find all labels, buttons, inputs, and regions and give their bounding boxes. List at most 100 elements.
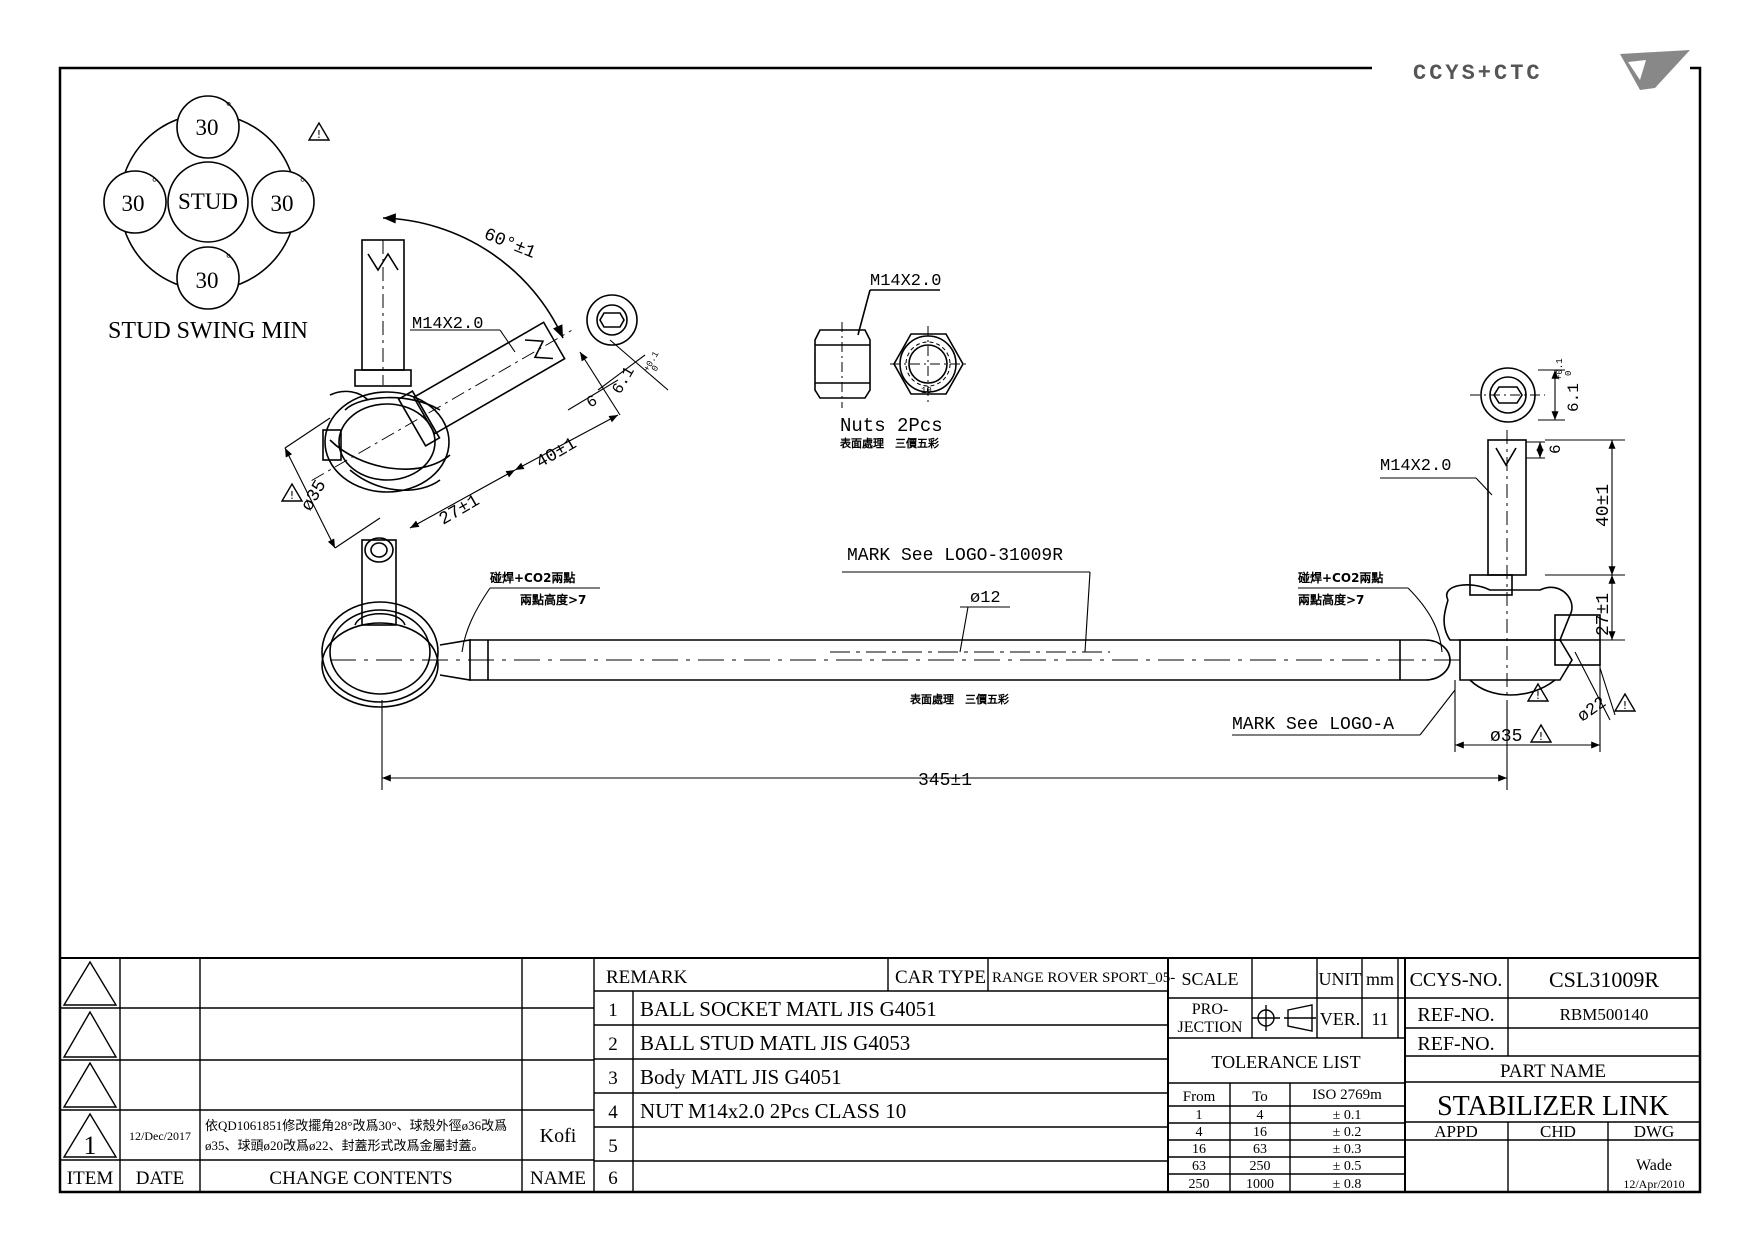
part-name-label: PART NAME	[1500, 1061, 1606, 1082]
drawn-date: 12/Apr/2010	[1623, 1177, 1684, 1191]
left-length-27: 27±1	[436, 491, 483, 530]
ccys-no-label: CCYS-NO.	[1410, 969, 1503, 991]
swing-right-value: 30	[271, 191, 294, 216]
right-weld-note: 碰焊+CO2兩點	[1297, 570, 1383, 585]
unit-value: mm	[1366, 969, 1394, 989]
version-label: VER.	[1320, 1009, 1361, 1029]
tolerance-to: 1000	[1246, 1177, 1274, 1192]
checked-label: CHD	[1540, 1122, 1576, 1141]
warning-mark: !	[317, 128, 321, 141]
stud-swing-diagram	[103, 95, 315, 310]
left-weld-height-note: 兩點高度>7	[520, 592, 586, 607]
ref-no-label: REF-NO.	[1417, 1004, 1494, 1026]
right-length-27: 27±1	[1594, 593, 1614, 636]
drawer-name: Wade	[1636, 1157, 1672, 1174]
nuts-quantity-note: Nuts 2Pcs	[840, 415, 943, 437]
warning-icon	[280, 121, 1637, 743]
mark-logo-note: MARK See LOGO-31009R	[847, 546, 1063, 566]
brand-mark-icon	[1620, 50, 1690, 90]
bar-diameter: ø12	[970, 589, 1001, 608]
brand-logo: CCYS+CTC	[1413, 50, 1690, 90]
left-thread-spec: M14X2.0	[412, 315, 483, 334]
left-dimension-lines	[284, 329, 669, 549]
drawn-label: DWG	[1634, 1122, 1675, 1141]
remark-item-text: BALL SOCKET MATL JIS G4051	[640, 997, 937, 1021]
warning-mark: !	[1623, 699, 1627, 712]
version-value: 11	[1371, 1009, 1388, 1029]
title-block-grid	[60, 957, 1700, 1192]
remark-item-text: NUT M14x2.0 2Pcs CLASS 10	[640, 1099, 906, 1123]
warning-mark: !	[1539, 730, 1543, 743]
tolerance-from: 16	[1192, 1142, 1206, 1157]
header-change-contents: CHANGE CONTENTS	[269, 1168, 452, 1189]
nut-thread-spec: M14X2.0	[870, 272, 941, 291]
tolerance-value: ± 0.1	[1333, 1108, 1362, 1123]
swing-center-label: STUD	[178, 189, 238, 214]
right-ball-diameter: ø22	[1575, 694, 1611, 727]
tolerance-to: 250	[1250, 1159, 1271, 1174]
tolerance-to-header: To	[1252, 1089, 1268, 1105]
revision-item-number: 1	[84, 1131, 97, 1160]
tolerance-from: 4	[1196, 1125, 1203, 1140]
remark-item-number: 4	[608, 1102, 618, 1123]
tolerance-from: 63	[1192, 1159, 1206, 1174]
ref-no-value: RBM500140	[1560, 1005, 1649, 1024]
left-ball-joint-swing-view	[311, 213, 638, 493]
remark-item-text: BALL STUD MATL JIS G4053	[640, 1031, 910, 1055]
swing-degree-bottom: °	[226, 250, 231, 265]
warning-mark: !	[290, 489, 294, 502]
remark-item-text: Body MATL JIS G4051	[640, 1065, 842, 1089]
nut-surface-treatment: 表面處理 三價五彩	[839, 436, 939, 450]
swing-degree-right: °	[300, 174, 305, 189]
swing-degree-left: °	[152, 174, 157, 189]
right-housing-diameter: ø35	[1490, 727, 1522, 747]
approved-label: APPD	[1434, 1122, 1477, 1141]
car-type-label: CAR TYPE	[895, 967, 986, 988]
right-socket-tolerance-plus: +0.1	[1555, 358, 1565, 380]
right-thread-spec: M14X2.0	[1380, 457, 1451, 476]
remark-label: REMARK	[606, 967, 688, 988]
ccys-no-value: CSL31009R	[1549, 967, 1659, 992]
remark-item-number: 1	[608, 1000, 618, 1021]
tolerance-value: ± 0.2	[1333, 1125, 1362, 1140]
revision-date: 12/Dec/2017	[129, 1129, 191, 1143]
remark-item-number: 2	[608, 1034, 618, 1055]
bar-surface-treatment: 表面處理 三價五彩	[909, 692, 1009, 706]
swing-angle-dimension: 60°±1	[481, 225, 539, 264]
tolerance-to: 4	[1257, 1108, 1264, 1123]
tolerance-value: ± 0.5	[1333, 1159, 1362, 1174]
right-hex-size: 6	[1547, 444, 1565, 454]
header-item: ITEM	[67, 1168, 114, 1189]
revision-change-line-2: ø35、球頭ø20改爲ø22、封蓋形式改爲金屬封蓋。	[205, 1138, 485, 1153]
brand-logo-text: CCYS+CTC	[1413, 61, 1543, 86]
stabilizer-link-main-view	[321, 367, 1601, 710]
overall-length-dimension: 345±1	[918, 771, 972, 791]
left-hex-size: 6	[584, 392, 601, 412]
part-name-value: STABILIZER LINK	[1437, 1091, 1669, 1122]
left-socket-size: 6.1	[609, 364, 639, 398]
tolerance-value: ± 0.3	[1333, 1142, 1362, 1157]
right-weld-height-note: 兩點高度>7	[1298, 592, 1364, 607]
header-date: DATE	[136, 1168, 185, 1189]
nut-views	[814, 289, 966, 408]
right-length-40: 40±1	[1594, 484, 1614, 527]
projection-label-1: PRO-	[1192, 1001, 1228, 1018]
swing-bottom-value: 30	[196, 268, 219, 293]
warning-mark: !	[1536, 689, 1540, 702]
revision-change-line-1: 依QD1061851修改擺角28°改爲30°、球殼外徑ø36改爲	[205, 1118, 507, 1133]
tolerance-list-title: TOLERANCE LIST	[1211, 1052, 1360, 1072]
swing-caption: STUD SWING MIN	[108, 318, 308, 344]
swing-degree-top: °	[226, 98, 231, 113]
remark-item-number: 5	[608, 1136, 618, 1157]
remark-item-number: 6	[608, 1168, 618, 1189]
ref-no-label-2: REF-NO.	[1417, 1033, 1494, 1055]
swing-top-value: 30	[196, 115, 219, 140]
header-name: NAME	[530, 1168, 586, 1189]
tolerance-from: 1	[1196, 1108, 1203, 1123]
left-weld-note: 碰焊+CO2兩點	[489, 570, 575, 585]
car-type-value: RANGE ROVER SPORT_05-	[992, 970, 1175, 986]
sheet-frame	[58, 66, 1702, 1194]
right-socket-tolerance-zero: 0	[1564, 371, 1574, 376]
tolerance-to: 16	[1253, 1125, 1267, 1140]
